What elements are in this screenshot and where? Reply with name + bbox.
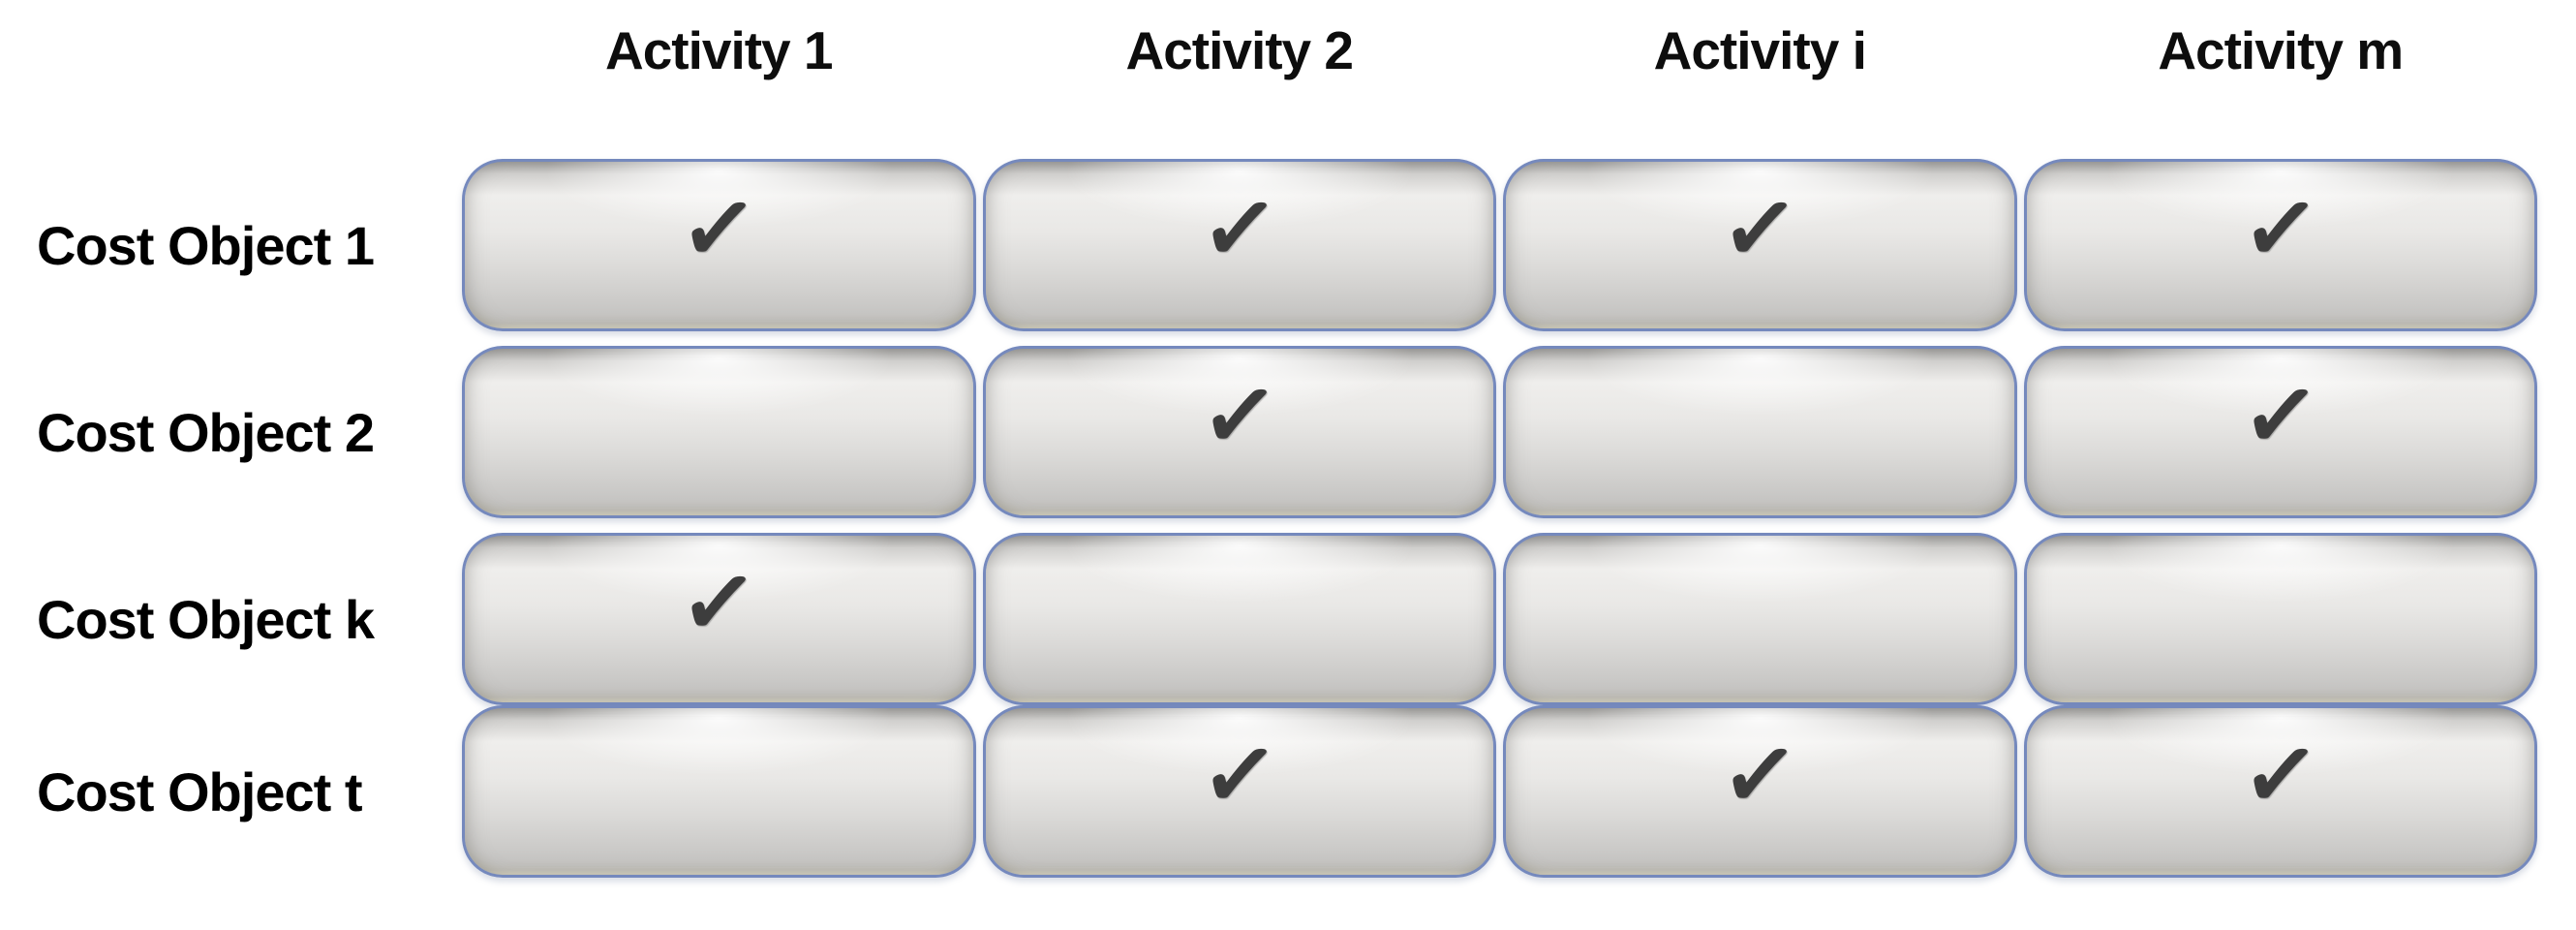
- matrix-cell: [982, 533, 1496, 705]
- matrix-row: Cost Object 2 ✓ ✓: [0, 346, 2576, 518]
- matrix-cell: ✓: [1503, 159, 2017, 331]
- matrix-cell: ✓: [982, 159, 1496, 331]
- row-label: Cost Object 1: [37, 214, 375, 276]
- matrix-cell: ✓: [982, 346, 1496, 518]
- check-icon: ✓: [2237, 360, 2324, 472]
- check-icon: ✓: [1716, 720, 1804, 831]
- column-header: Activity 1: [604, 20, 834, 80]
- matrix-cell: ✓: [982, 705, 1496, 878]
- row-label: Cost Object k: [37, 588, 375, 650]
- matrix-cell: ✓: [2023, 159, 2537, 331]
- matrix-row: Cost Object k ✓: [0, 533, 2576, 705]
- column-header: Activity m: [2158, 20, 2404, 80]
- check-icon: ✓: [675, 547, 763, 659]
- matrix-cell: ✓: [1503, 705, 2017, 878]
- matrix-cell: ✓: [462, 533, 976, 705]
- column-header-row: Activity 1 Activity 2 Activity i Activity m: [0, 0, 2576, 101]
- check-icon: ✓: [2237, 173, 2324, 285]
- row-label: Cost Object 2: [37, 401, 375, 463]
- check-icon: ✓: [1196, 173, 1283, 285]
- matrix-cell: ✓: [2023, 346, 2537, 518]
- matrix-cell: [462, 705, 976, 878]
- matrix-body: Cost Object 1✓✓✓✓Cost Object 2✓✓Cost Obj…: [0, 159, 2576, 878]
- check-icon: ✓: [1196, 720, 1283, 831]
- matrix-row: Cost Object t ✓ ✓ ✓: [0, 705, 2576, 878]
- matrix-cell: [2023, 533, 2537, 705]
- matrix-cell: [1503, 533, 2017, 705]
- row-label: Cost Object t: [37, 760, 362, 822]
- matrix-cell: [1503, 346, 2017, 518]
- column-header: Activity 2: [1125, 20, 1354, 80]
- check-icon: ✓: [1196, 360, 1283, 472]
- column-header: Activity i: [1653, 20, 1867, 80]
- matrix-cell: ✓: [462, 159, 976, 331]
- matrix-cell: [462, 346, 976, 518]
- check-icon: ✓: [675, 173, 763, 285]
- check-icon: ✓: [1716, 173, 1804, 285]
- matrix-row: Cost Object 1 ✓ ✓ ✓ ✓: [0, 159, 2576, 331]
- check-icon: ✓: [2237, 720, 2324, 831]
- matrix-cell: ✓: [2023, 705, 2537, 878]
